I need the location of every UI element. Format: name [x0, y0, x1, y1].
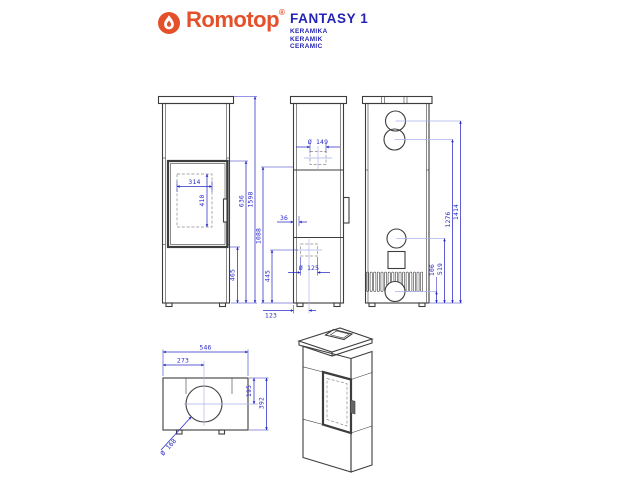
product-title: FANTASY 1	[290, 11, 369, 26]
brand-name: Romotop	[186, 7, 280, 32]
iso-top-plate	[297, 327, 374, 357]
dim-total-width: 546	[199, 344, 211, 352]
dim-glass-height: 410	[198, 194, 206, 206]
side-view-outline	[289, 95, 350, 308]
dim-rear-offset: 36	[280, 214, 288, 222]
dim-rear-flue-height: 1276	[444, 211, 452, 227]
dim-total-height: 1598	[247, 191, 255, 207]
dim-flue-center-depth: 195	[245, 385, 253, 397]
dim-rear-outlet-height: 1088	[255, 228, 263, 244]
dim-door-height: 636	[238, 195, 246, 207]
dim-inlet-center-height: 519	[436, 263, 444, 275]
plan-view: 546 273 195 392 Ø 168	[159, 344, 269, 457]
door-handle-side	[342, 196, 350, 224]
side-view-dimensions: Ø 149 36 Ø 125 445 1088	[255, 138, 340, 320]
dim-inlet-offset: 123	[265, 312, 277, 320]
flue-collar	[324, 328, 354, 341]
glass-outline	[176, 173, 213, 228]
iso-door	[321, 370, 356, 435]
isometric-view	[297, 327, 374, 473]
back-view-features	[366, 110, 424, 303]
flame-icon	[158, 12, 180, 34]
front-view: 314 410 465 636 1598	[157, 95, 257, 308]
front-view-outline	[157, 95, 235, 308]
iso-door-handle	[350, 399, 356, 415]
registered-mark: ®	[279, 8, 285, 17]
subtitle-line: CERAMIC	[290, 43, 323, 51]
dim-glass-width: 314	[188, 178, 200, 186]
dim-flue-diameter: Ø 168	[159, 437, 178, 457]
front-view-dimensions: 314 410 465 636 1598	[176, 96, 257, 304]
back-view: 106 519 1276 1414	[361, 95, 462, 308]
dim-top-flue-diameter: Ø 149	[308, 138, 328, 146]
header: Romotop ® FANTASY 1 KERAMIKA KERAMIK CER…	[0, 0, 640, 56]
dim-inlet-height: 445	[264, 270, 272, 282]
side-hidden-features	[295, 146, 332, 314]
access-opening	[387, 250, 406, 270]
plan-view-dimensions: 546 273 195 392 Ø 168	[159, 344, 269, 457]
subtitle-line: KERAMIKA	[290, 28, 328, 35]
iso-glass-outline	[326, 378, 348, 427]
side-view: Ø 149 36 Ø 125 445 1088	[255, 95, 350, 320]
subtitle-line: KERAMIK	[290, 35, 323, 43]
plan-view-outline	[162, 377, 249, 435]
product-subtitles: KERAMIKA KERAMIK CERAMIC	[290, 28, 328, 51]
dim-vent-center-height: 106	[428, 264, 436, 276]
dim-base-height: 465	[229, 269, 237, 281]
back-view-dimensions: 106 519 1276 1414	[394, 120, 462, 304]
dim-rear-flue-diameter: Ø 125	[299, 264, 319, 272]
door-handle	[222, 198, 228, 223]
back-view-outline	[361, 95, 433, 308]
dim-total-depth: 392	[258, 397, 266, 409]
iso-body	[302, 345, 373, 473]
dim-center-offset: 273	[177, 357, 189, 365]
dim-top-flue-height: 1414	[452, 204, 460, 220]
front-door	[166, 159, 229, 249]
